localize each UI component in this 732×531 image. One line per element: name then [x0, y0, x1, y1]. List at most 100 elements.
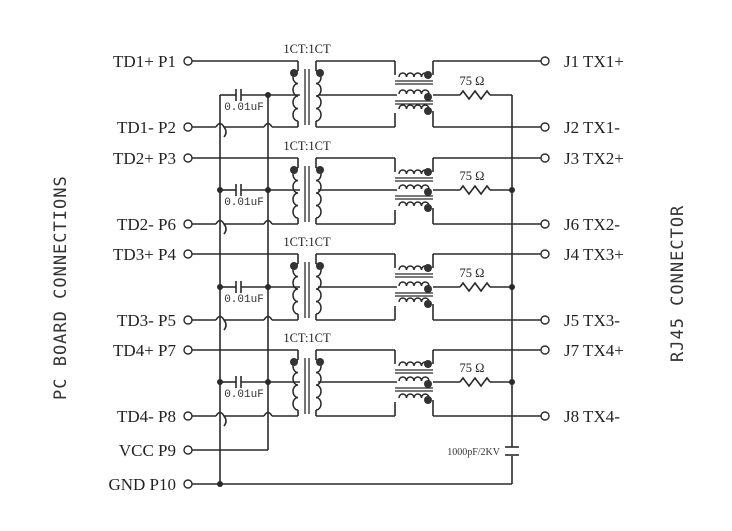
- polarity-dot: [424, 168, 432, 176]
- cap-value-label: 0.01uF: [224, 389, 264, 401]
- left-pin-terminal[interactable]: [183, 122, 193, 132]
- cmc-winding: [398, 281, 430, 287]
- left-pin-terminal[interactable]: [183, 315, 193, 325]
- left-pin-terminal[interactable]: [183, 56, 193, 66]
- wire-crossover: [215, 122, 227, 138]
- resistor-75-ohm: [459, 376, 491, 388]
- left-pin-label: TD3- P5: [117, 311, 176, 330]
- polarity-dot: [424, 300, 432, 308]
- cmc-winding: [398, 265, 430, 271]
- left-pin-terminal[interactable]: [183, 249, 193, 259]
- resistor-value-label: 75 Ω: [460, 361, 485, 375]
- polarity-dot: [424, 188, 432, 196]
- junction-dot: [265, 284, 271, 290]
- cmc-winding: [398, 376, 430, 382]
- left-pin-terminal[interactable]: [183, 345, 193, 355]
- left-pin-label: TD2+ P3: [113, 149, 176, 168]
- polarity-dot: [316, 69, 324, 77]
- right-pin-terminal[interactable]: [540, 219, 550, 229]
- junction-dot: [217, 187, 223, 193]
- polarity-dot: [424, 107, 432, 115]
- left-pin-label: TD2- P6: [117, 215, 176, 234]
- transformer-ratio-label: 1CT:1CT: [283, 331, 331, 345]
- left-pin-label: GND P10: [108, 475, 176, 494]
- cmc-winding: [398, 393, 430, 399]
- right-pin-label: J4 TX3+: [564, 245, 624, 264]
- right-pin-label: J5 TX3-: [564, 311, 620, 330]
- polarity-dot: [290, 262, 298, 270]
- left-pin-label: TD4- P8: [117, 407, 176, 426]
- left-pin-terminal[interactable]: [183, 445, 193, 455]
- left-pin-terminal[interactable]: [183, 219, 193, 229]
- right-pin-terminal[interactable]: [540, 122, 550, 132]
- polarity-dot: [290, 166, 298, 174]
- cmc-winding: [398, 72, 430, 78]
- transformer-ratio-label: 1CT:1CT: [283, 235, 331, 249]
- wire-crossover: [263, 122, 273, 128]
- cap-value-label: 0.01uF: [224, 102, 264, 114]
- polarity-dot: [424, 396, 432, 404]
- left-pin-label: TD3+ P4: [113, 245, 176, 264]
- secondary-winding: [315, 167, 322, 219]
- wire-crossover: [215, 219, 227, 235]
- primary-winding: [292, 263, 299, 315]
- left-pin-label: TD1+ P1: [113, 52, 176, 71]
- right-pin-terminal[interactable]: [540, 249, 550, 259]
- primary-winding: [292, 70, 299, 122]
- pc-board-connections-title: PC BOARD CONNECTIONS: [51, 175, 71, 400]
- gnd-junction: [217, 481, 223, 487]
- wire-crossover: [215, 315, 227, 331]
- right-pin-label: J1 TX1+: [564, 52, 624, 71]
- transformer-ratio-label: 1CT:1CT: [283, 42, 331, 56]
- cmc-winding: [398, 104, 430, 110]
- junction-dot: [265, 379, 271, 385]
- right-pin-terminal[interactable]: [540, 411, 550, 421]
- resistor-75-ohm: [459, 184, 491, 196]
- resistor-75-ohm: [459, 89, 491, 101]
- left-pin-label: TD4+ P7: [113, 341, 176, 360]
- left-pin-terminal[interactable]: [183, 479, 193, 489]
- right-pin-label: J6 TX2-: [564, 215, 620, 234]
- right-pin-label: J7 TX4+: [564, 341, 624, 360]
- polarity-dot: [424, 285, 432, 293]
- cmc-winding: [398, 361, 430, 367]
- secondary-winding: [315, 70, 322, 122]
- right-pin-terminal[interactable]: [540, 315, 550, 325]
- cmc-winding: [398, 169, 430, 175]
- resistor-value-label: 75 Ω: [460, 74, 485, 88]
- cmc-winding: [398, 89, 430, 95]
- cap-value-label: 0.01uF: [224, 197, 264, 209]
- left-pin-terminal[interactable]: [183, 411, 193, 421]
- left-pin-label: VCC P9: [119, 441, 176, 460]
- junction-dot: [217, 284, 223, 290]
- polarity-dot: [424, 360, 432, 368]
- junction-dot: [265, 92, 271, 98]
- polarity-dot: [316, 262, 324, 270]
- junction-dot: [509, 284, 515, 290]
- right-pin-label: J3 TX2+: [564, 149, 624, 168]
- junction-dot: [509, 187, 515, 193]
- primary-winding: [292, 167, 299, 219]
- cmc-winding: [398, 201, 430, 207]
- primary-winding: [292, 359, 299, 411]
- wire-crossover: [215, 411, 227, 427]
- polarity-dot: [424, 93, 432, 101]
- polarity-dot: [290, 69, 298, 77]
- secondary-winding: [315, 263, 322, 315]
- wire-crossover: [263, 315, 273, 321]
- left-pin-terminal[interactable]: [183, 153, 193, 163]
- junction-dot: [217, 379, 223, 385]
- cmc-winding: [398, 184, 430, 190]
- polarity-dot: [316, 358, 324, 366]
- right-pin-terminal[interactable]: [540, 56, 550, 66]
- junction-dot: [509, 379, 515, 385]
- polarity-dot: [424, 204, 432, 212]
- wire-crossover: [263, 411, 273, 417]
- right-pin-terminal[interactable]: [540, 153, 550, 163]
- right-pin-terminal[interactable]: [540, 345, 550, 355]
- cmc-winding: [398, 297, 430, 303]
- wire-crossover: [263, 219, 273, 225]
- secondary-winding: [315, 359, 322, 411]
- right-pin-label: J8 TX4-: [564, 407, 620, 426]
